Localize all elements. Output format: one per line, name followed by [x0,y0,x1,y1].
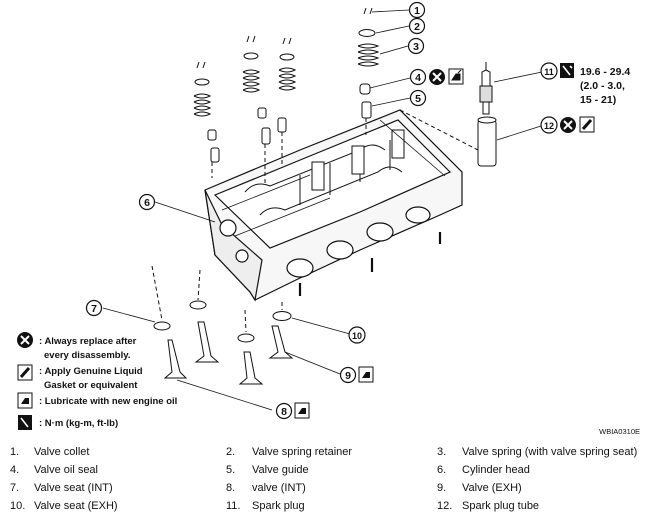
callout-11-label: 11 [544,67,554,77]
part-name: Spark plug tube [462,500,540,512]
part-number: 7. [10,482,20,494]
torque-spec: 19.6 - 29.4 (2.0 - 3.0, 15 - 21) [580,66,630,106]
callout-leaders [102,9,543,411]
callout-9: 9 [339,366,357,384]
cylinder-head-exploded-diagram: 1 2 3 4 5 6 7 8 9 10 11 12 [17,1,640,436]
torque-spec-line2: (2.0 - 3.0, [580,80,625,92]
oil-can-icon-9 [358,366,374,383]
part-name: Valve collet [34,446,90,458]
legend-sealant-tube-icon [17,364,33,381]
callout-11: 11 [540,62,558,80]
callout-8: 8 [275,402,293,420]
legend-lubricate-text: : Lubricate with new engine oil [39,396,177,407]
callout-1: 1 [408,1,426,19]
parts-row-1: 1. Valve collet 2. Valve spring retainer… [0,446,650,463]
part-number: 9. [437,482,447,494]
callout-9-label: 9 [345,370,351,382]
legend-replace-text-2: every disassembly. [44,350,130,361]
part-number: 2. [226,446,236,458]
part-number: 3. [437,446,447,458]
callout-12: 12 [540,116,558,134]
valves-and-seats [151,265,294,385]
callout-7: 7 [85,299,103,317]
callout-5: 5 [409,89,427,107]
legend-replace-icon [17,332,33,348]
spark-plug-assembly [399,62,497,167]
callout-2-label: 2 [414,21,420,33]
part-name: Valve seat (INT) [34,482,113,494]
torque-spec-line3: 15 - 21) [580,94,616,106]
part-number: 12. [437,500,453,512]
callout-2: 2 [408,17,426,35]
figure-code: WBIA0310E [599,427,640,436]
part-number: 11. [226,500,241,512]
part-name: Spark plug [252,500,305,512]
callout-5-label: 5 [415,93,421,105]
legend-replace-text-1: : Always replace after [39,336,137,347]
part-number: 6. [437,464,447,476]
callout-6-label: 6 [144,197,150,209]
part-name: Valve spring (with valve spring seat) [462,446,638,458]
legend-liquid-gasket-text-1: : Apply Genuine Liquid [39,366,143,377]
replace-icon-12 [560,117,576,133]
cylinder-head-drawing [204,109,463,302]
callout-8-label: 8 [281,406,287,418]
callout-symbols [294,63,595,419]
oil-can-icon-8 [294,402,310,419]
part-name: Valve seat (EXH) [34,500,118,512]
oil-can-icon-4 [448,68,464,85]
callout-4-label: 4 [415,72,421,84]
part-name: Valve (EXH) [462,482,522,494]
parts-row-3: 7. Valve seat (INT) 8. valve (INT) 9. Va… [0,482,650,499]
part-name: Cylinder head [462,464,530,476]
sealant-tube-icon-12 [579,116,595,133]
part-name: Valve spring retainer [252,446,353,458]
parts-row-4: 10. Valve seat (EXH) 11. Spark plug 12. … [0,500,650,517]
legend-oil-can-icon [17,392,33,409]
callout-10: 10 [348,326,366,344]
part-name: valve (INT) [252,482,306,494]
part-number: 1. [10,446,20,458]
torque-spec-line1: 19.6 - 29.4 [580,66,630,78]
legend-torque-wrench-icon [18,415,32,430]
callout-circles: 1 2 3 4 5 6 7 8 9 10 11 12 [85,1,558,420]
part-name: Valve guide [252,464,309,476]
symbol-legend: : Always replace after every disassembly… [17,332,177,430]
legend-liquid-gasket-text-2: Gasket or equivalent [44,380,138,391]
parts-list: 1. Valve collet 2. Valve spring retainer… [0,442,650,516]
part-number: 5. [226,464,236,476]
valve-stack-parts [193,7,380,185]
callout-1-label: 1 [414,5,420,17]
callout-10-label: 10 [352,331,362,341]
replace-icon-4 [429,69,445,85]
callout-3-label: 3 [413,41,419,53]
torque-wrench-icon-11 [560,63,574,78]
part-name: Valve oil seal [34,464,98,476]
callout-12-label: 12 [544,121,554,131]
part-number: 10. [10,500,26,512]
callout-4: 4 [409,68,427,86]
legend-torque-unit-text: : N·m (kg-m, ft-lb) [39,418,118,429]
callout-6: 6 [138,193,156,211]
part-number: 8. [226,482,236,494]
part-number: 4. [10,464,20,476]
callout-7-label: 7 [91,303,97,315]
callout-3: 3 [407,37,425,55]
parts-row-2: 4. Valve oil seal 5. Valve guide 6. Cyli… [0,464,650,481]
